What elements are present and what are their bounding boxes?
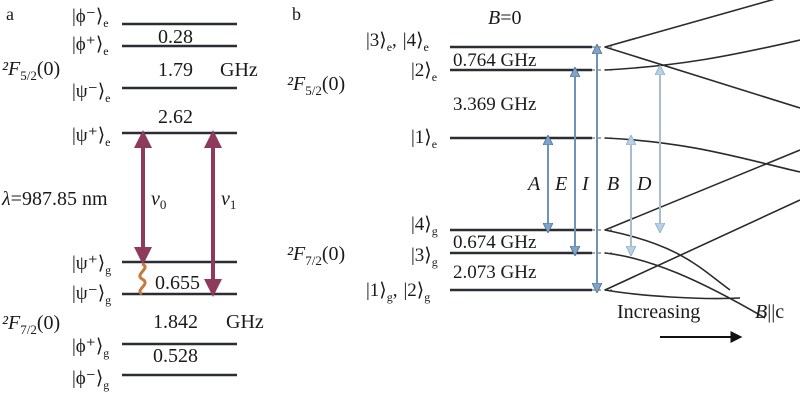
ket-4g: |4⟩g — [411, 214, 438, 238]
term-f52-a: ²F5/2(0) — [2, 58, 60, 83]
transition-D-label: D — [636, 173, 652, 195]
ket-phi-plus-g: |ϕ⁺⟩g — [72, 336, 109, 360]
gap-top-unit: GHz — [220, 59, 258, 81]
zeeman-e-4 — [604, 137, 800, 173]
transition-I-label: I — [581, 173, 590, 195]
zeeman-e-3 — [604, 39, 800, 71]
decay-wavy-line — [138, 262, 147, 296]
gap-g-1: 0.674 GHz — [453, 232, 536, 253]
ket-1g-2g: |1⟩g,|2⟩g — [366, 280, 430, 304]
ket-psi-plus-g: |ψ⁺⟩g — [72, 253, 111, 277]
zeeman-g-3 — [604, 252, 766, 319]
b-parallel-c-label: B||c — [755, 301, 784, 323]
zeeman-e-1 — [604, 0, 775, 48]
increasing-label: Increasing — [617, 301, 700, 323]
ket-phi-plus-e: |ϕ⁺⟩e — [72, 34, 109, 58]
field-zero-label: B=0 — [488, 7, 522, 29]
panel-b-label: b — [292, 4, 301, 24]
zeeman-g-5 — [604, 289, 741, 300]
ket-psi-minus-e: |ψ⁻⟩e — [72, 81, 110, 105]
gap-top-1: 0.28 — [158, 26, 193, 48]
gap-bot-3: 0.528 — [153, 345, 198, 367]
wavelength-label: λ=987.85 nm — [1, 188, 108, 210]
term-f72-a: ²F7/2(0) — [2, 312, 60, 337]
term-f52-b: ²F5/2(0) — [287, 73, 345, 98]
zeeman-g-1 — [604, 149, 800, 231]
gap-g-2: 2.073 GHz — [453, 262, 536, 283]
panel-a: a |ϕ⁻⟩e |ϕ⁺⟩e |ψ⁻⟩e |ψ⁺⟩e |ψ⁺⟩g |ψ⁻⟩g |ϕ… — [1, 4, 264, 392]
gap-top-3: 2.62 — [158, 106, 193, 128]
transition-B-label: B — [607, 173, 619, 195]
zeeman-e-2 — [604, 46, 800, 109]
gap-e-2: 3.369 GHz — [453, 94, 536, 115]
ket-3e-4e: |3⟩e,|4⟩e — [366, 30, 429, 54]
gap-top-2: 1.79 — [158, 59, 193, 81]
gap-bot-1: 0.655 — [155, 272, 200, 294]
transition-E-label: E — [554, 173, 567, 195]
ket-3g: |3⟩g — [411, 245, 438, 269]
nu1-label: ν1 — [221, 188, 236, 212]
gap-bot-unit: GHz — [226, 311, 264, 333]
panel-b: b B=0 |3⟩e,|4⟩e |2⟩e |1⟩e |4⟩g |3⟩g — [287, 0, 800, 343]
gap-e-1: 0.764 GHz — [453, 50, 536, 71]
panel-a-label: a — [6, 4, 14, 24]
ket-1e: |1⟩e — [411, 127, 437, 151]
ket-phi-minus-e: |ϕ⁻⟩e — [72, 6, 109, 30]
zeeman-g-4 — [604, 199, 800, 291]
ket-phi-minus-g: |ϕ⁻⟩g — [72, 368, 109, 392]
ket-psi-plus-e: |ψ⁺⟩e — [72, 125, 110, 149]
nu0-label: ν0 — [151, 188, 166, 212]
ket-psi-minus-g: |ψ⁻⟩g — [72, 283, 111, 307]
term-f72-b: ²F7/2(0) — [287, 243, 345, 268]
ket-2e: |2⟩e — [411, 60, 437, 84]
transition-A-label: A — [526, 173, 541, 195]
gap-bot-2: 1.842 — [153, 311, 198, 333]
